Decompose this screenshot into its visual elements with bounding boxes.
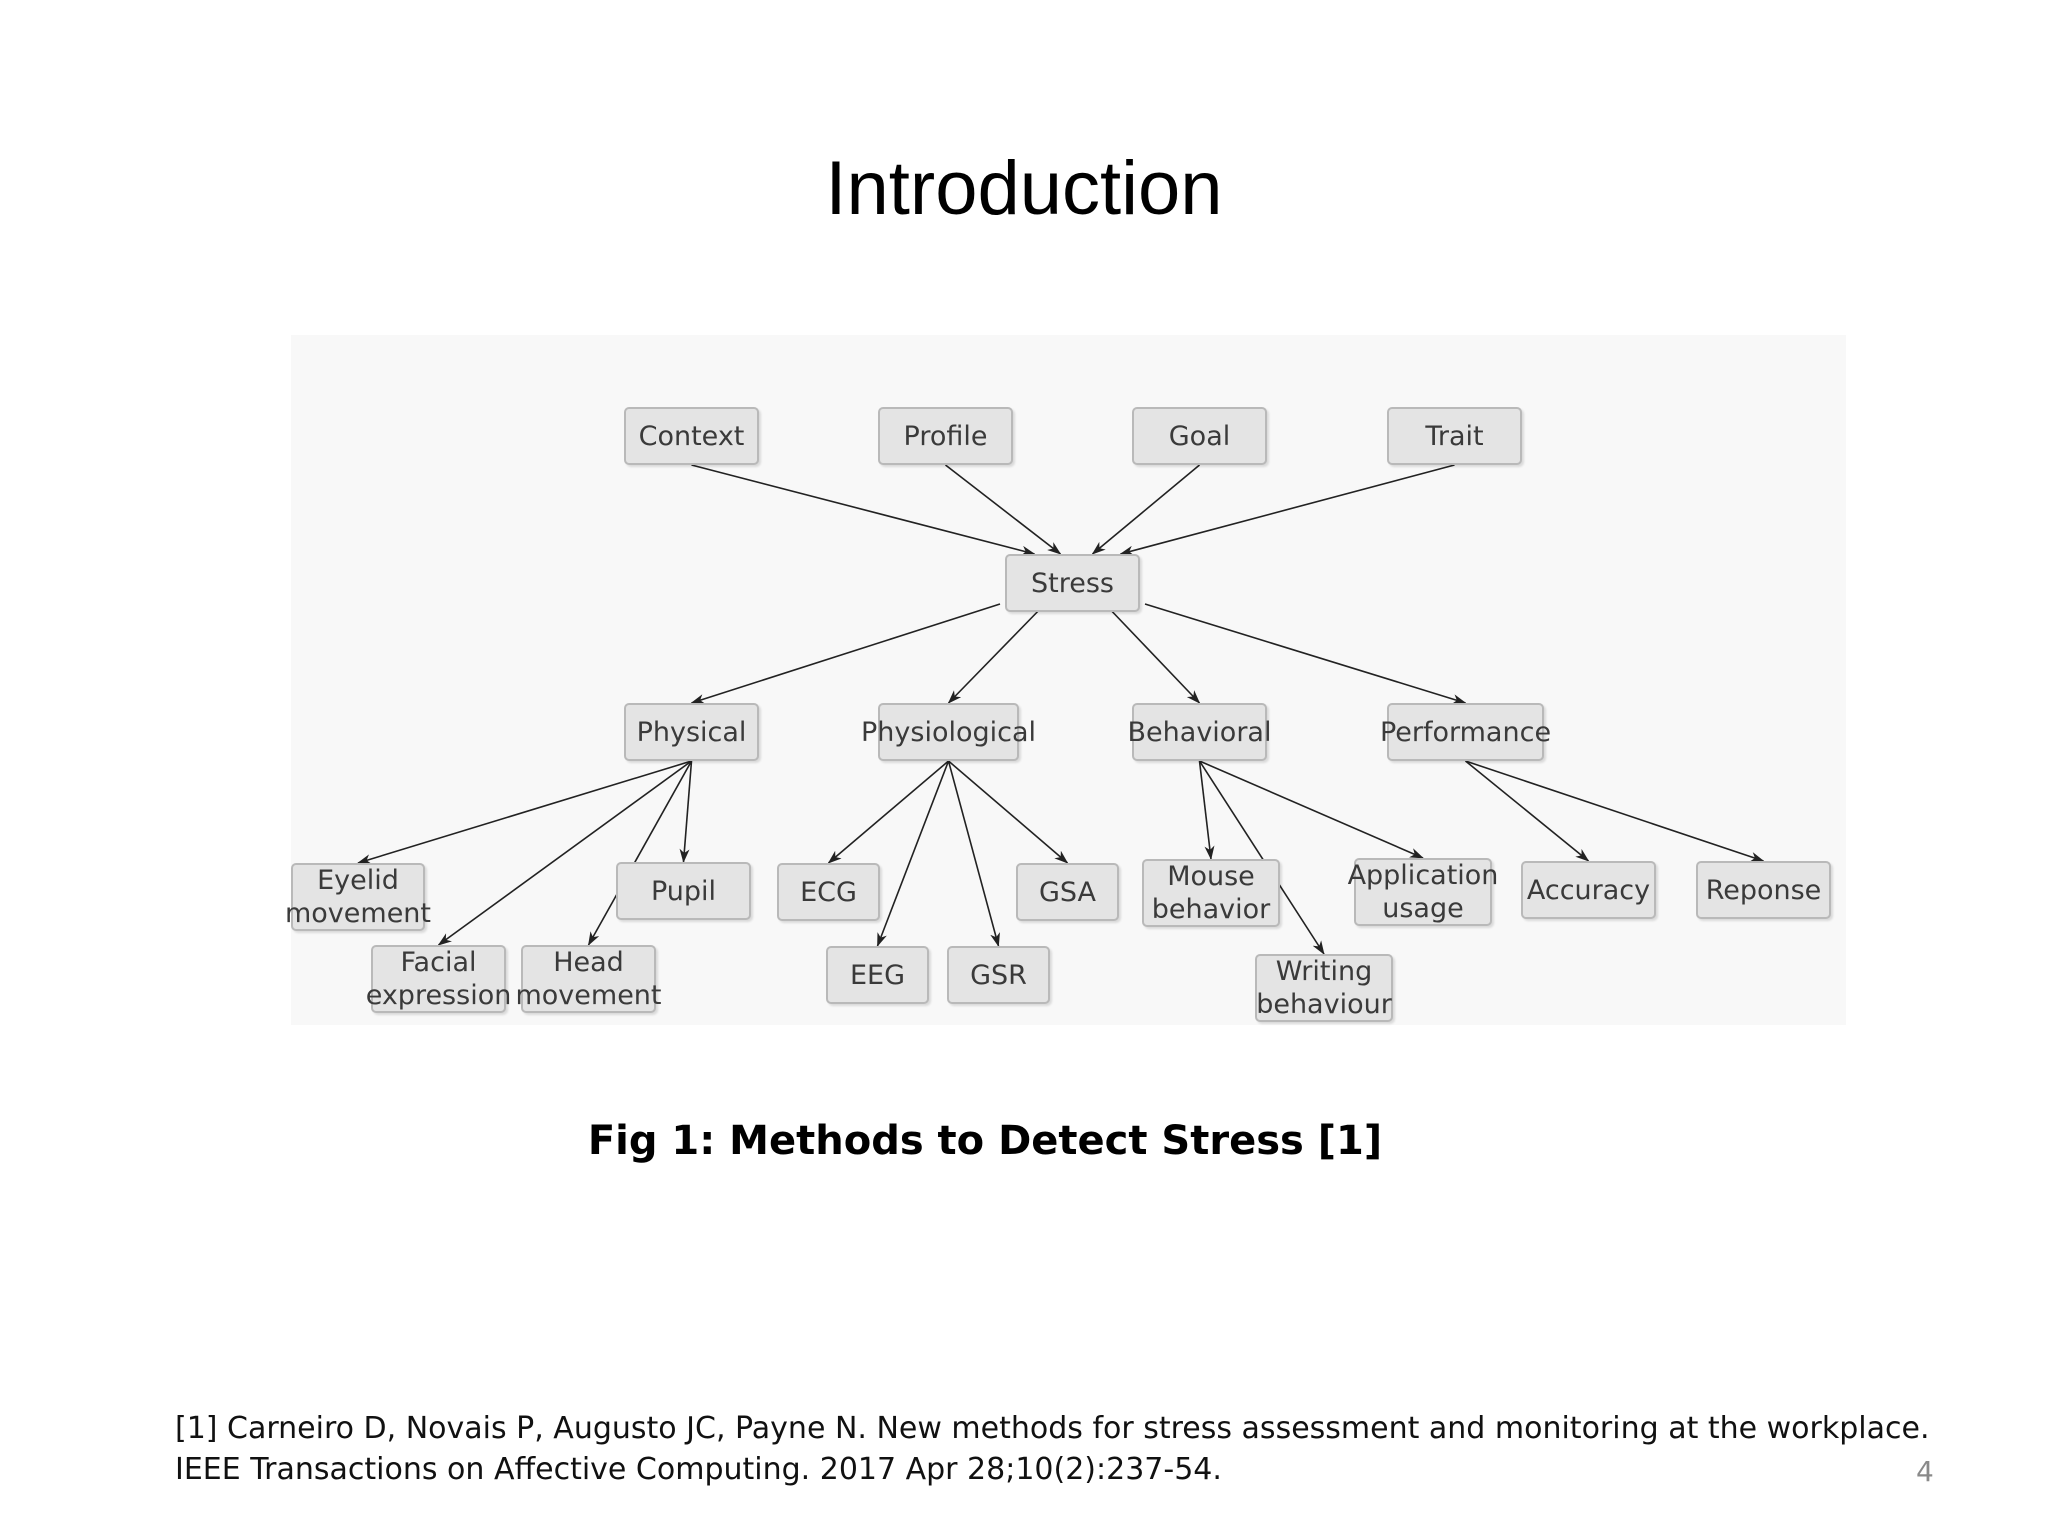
node-gsr: GSR [947,946,1050,1004]
node-facial-label: Facial expression [365,947,512,1011]
node-trait-label: Trait [1425,420,1484,452]
node-stress: Stress [1005,554,1140,612]
node-physiological: Physiological [861,703,1036,761]
node-ecg-label: ECG [800,876,857,908]
node-performance: Performance [1380,703,1551,761]
edge-performance-to-reponse [1465,760,1765,862]
node-head-movement: Head movement [515,945,662,1013]
slide-title: Introduction [825,146,1223,231]
edge-stress-to-behavioral [1104,603,1201,704]
edge-physiological-to-ecg [827,760,950,864]
node-behavioral-label: Behavioral [1127,716,1272,748]
node-goal: Goal [1132,407,1267,465]
node-application-usage: Application usage [1348,858,1498,926]
reference-citation: [1] Carneiro D, Novais P, Augusto JC, Pa… [175,1408,1930,1490]
node-gsa-label: GSA [1038,876,1097,908]
node-facial-expression: Facial expression [366,945,511,1013]
page-number: 4 [1916,1455,1934,1488]
node-gsa: GSA [1016,863,1119,921]
reference-line-1: [1] Carneiro D, Novais P, Augusto JC, Pa… [175,1411,1930,1446]
node-ecg: ECG [777,863,880,921]
edge-trait-to-stress [1119,464,1455,556]
node-trait: Trait [1387,407,1522,465]
figure-caption: Fig 1: Methods to Detect Stress [1] [587,1118,1383,1164]
node-context: Context [624,407,759,465]
edge-context-to-stress [691,464,1036,556]
node-eyelid-label: Eyelid movement [284,865,432,929]
node-mouse-label: Mouse behavior [1151,861,1271,925]
node-pupil-label: Pupil [650,875,717,907]
node-goal-label: Goal [1168,420,1231,452]
edge-behavioral-to-mouse [1198,760,1215,860]
node-pupil: Pupil [616,862,751,920]
edge-physiological-to-gsa [947,760,1069,864]
node-eeg-label: EEG [849,959,906,991]
node-mouse-behavior: Mouse behavior [1142,859,1280,927]
node-physical: Physical [624,703,759,761]
node-physiological-label: Physiological [861,716,1037,748]
edge-physiological-to-gsr [947,760,1000,947]
stress-methods-diagram: Context Profile Goal Trait Stress Physic… [285,335,1846,1025]
edge-physical-to-head [587,760,693,946]
edge-stress-to-physical [690,603,1001,704]
node-eyelid-movement: Eyelid movement [285,863,431,931]
node-head-label: Head movement [515,947,662,1011]
edge-physical-to-facial [437,760,692,946]
node-reponse-label: Reponse [1705,874,1822,906]
node-eeg: EEG [826,946,929,1004]
edge-stress-to-physiological [947,603,1046,704]
node-accuracy: Accuracy [1521,861,1656,919]
edge-goal-to-stress [1091,464,1201,555]
node-profile-label: Profile [903,420,988,452]
diagram-edges [357,464,1765,955]
node-accuracy-label: Accuracy [1526,874,1651,906]
node-behavioral: Behavioral [1128,703,1271,761]
edge-physical-to-pupil [679,760,693,863]
node-writing-label: Writing behaviour [1256,956,1392,1020]
edge-physical-to-eyelid [357,760,692,864]
edge-behavioral-to-writing [1198,760,1325,955]
edge-behavioral-to-application [1199,760,1424,859]
node-stress-label: Stress [1031,567,1114,599]
node-writing-behaviour: Writing behaviour [1255,954,1393,1022]
node-context-label: Context [638,420,745,452]
edge-stress-to-performance [1144,603,1467,704]
node-performance-label: Performance [1379,716,1552,748]
node-application-label: Application usage [1347,860,1499,924]
node-reponse: Reponse [1696,861,1831,919]
node-gsr-label: GSR [970,959,1027,991]
reference-line-2: IEEE Transactions on Affective Computing… [175,1452,1222,1487]
edge-physiological-to-eeg [876,760,950,947]
node-physical-label: Physical [636,716,747,748]
edge-profile-to-stress [945,464,1062,555]
node-profile: Profile [878,407,1013,465]
edge-performance-to-accuracy [1464,760,1590,862]
